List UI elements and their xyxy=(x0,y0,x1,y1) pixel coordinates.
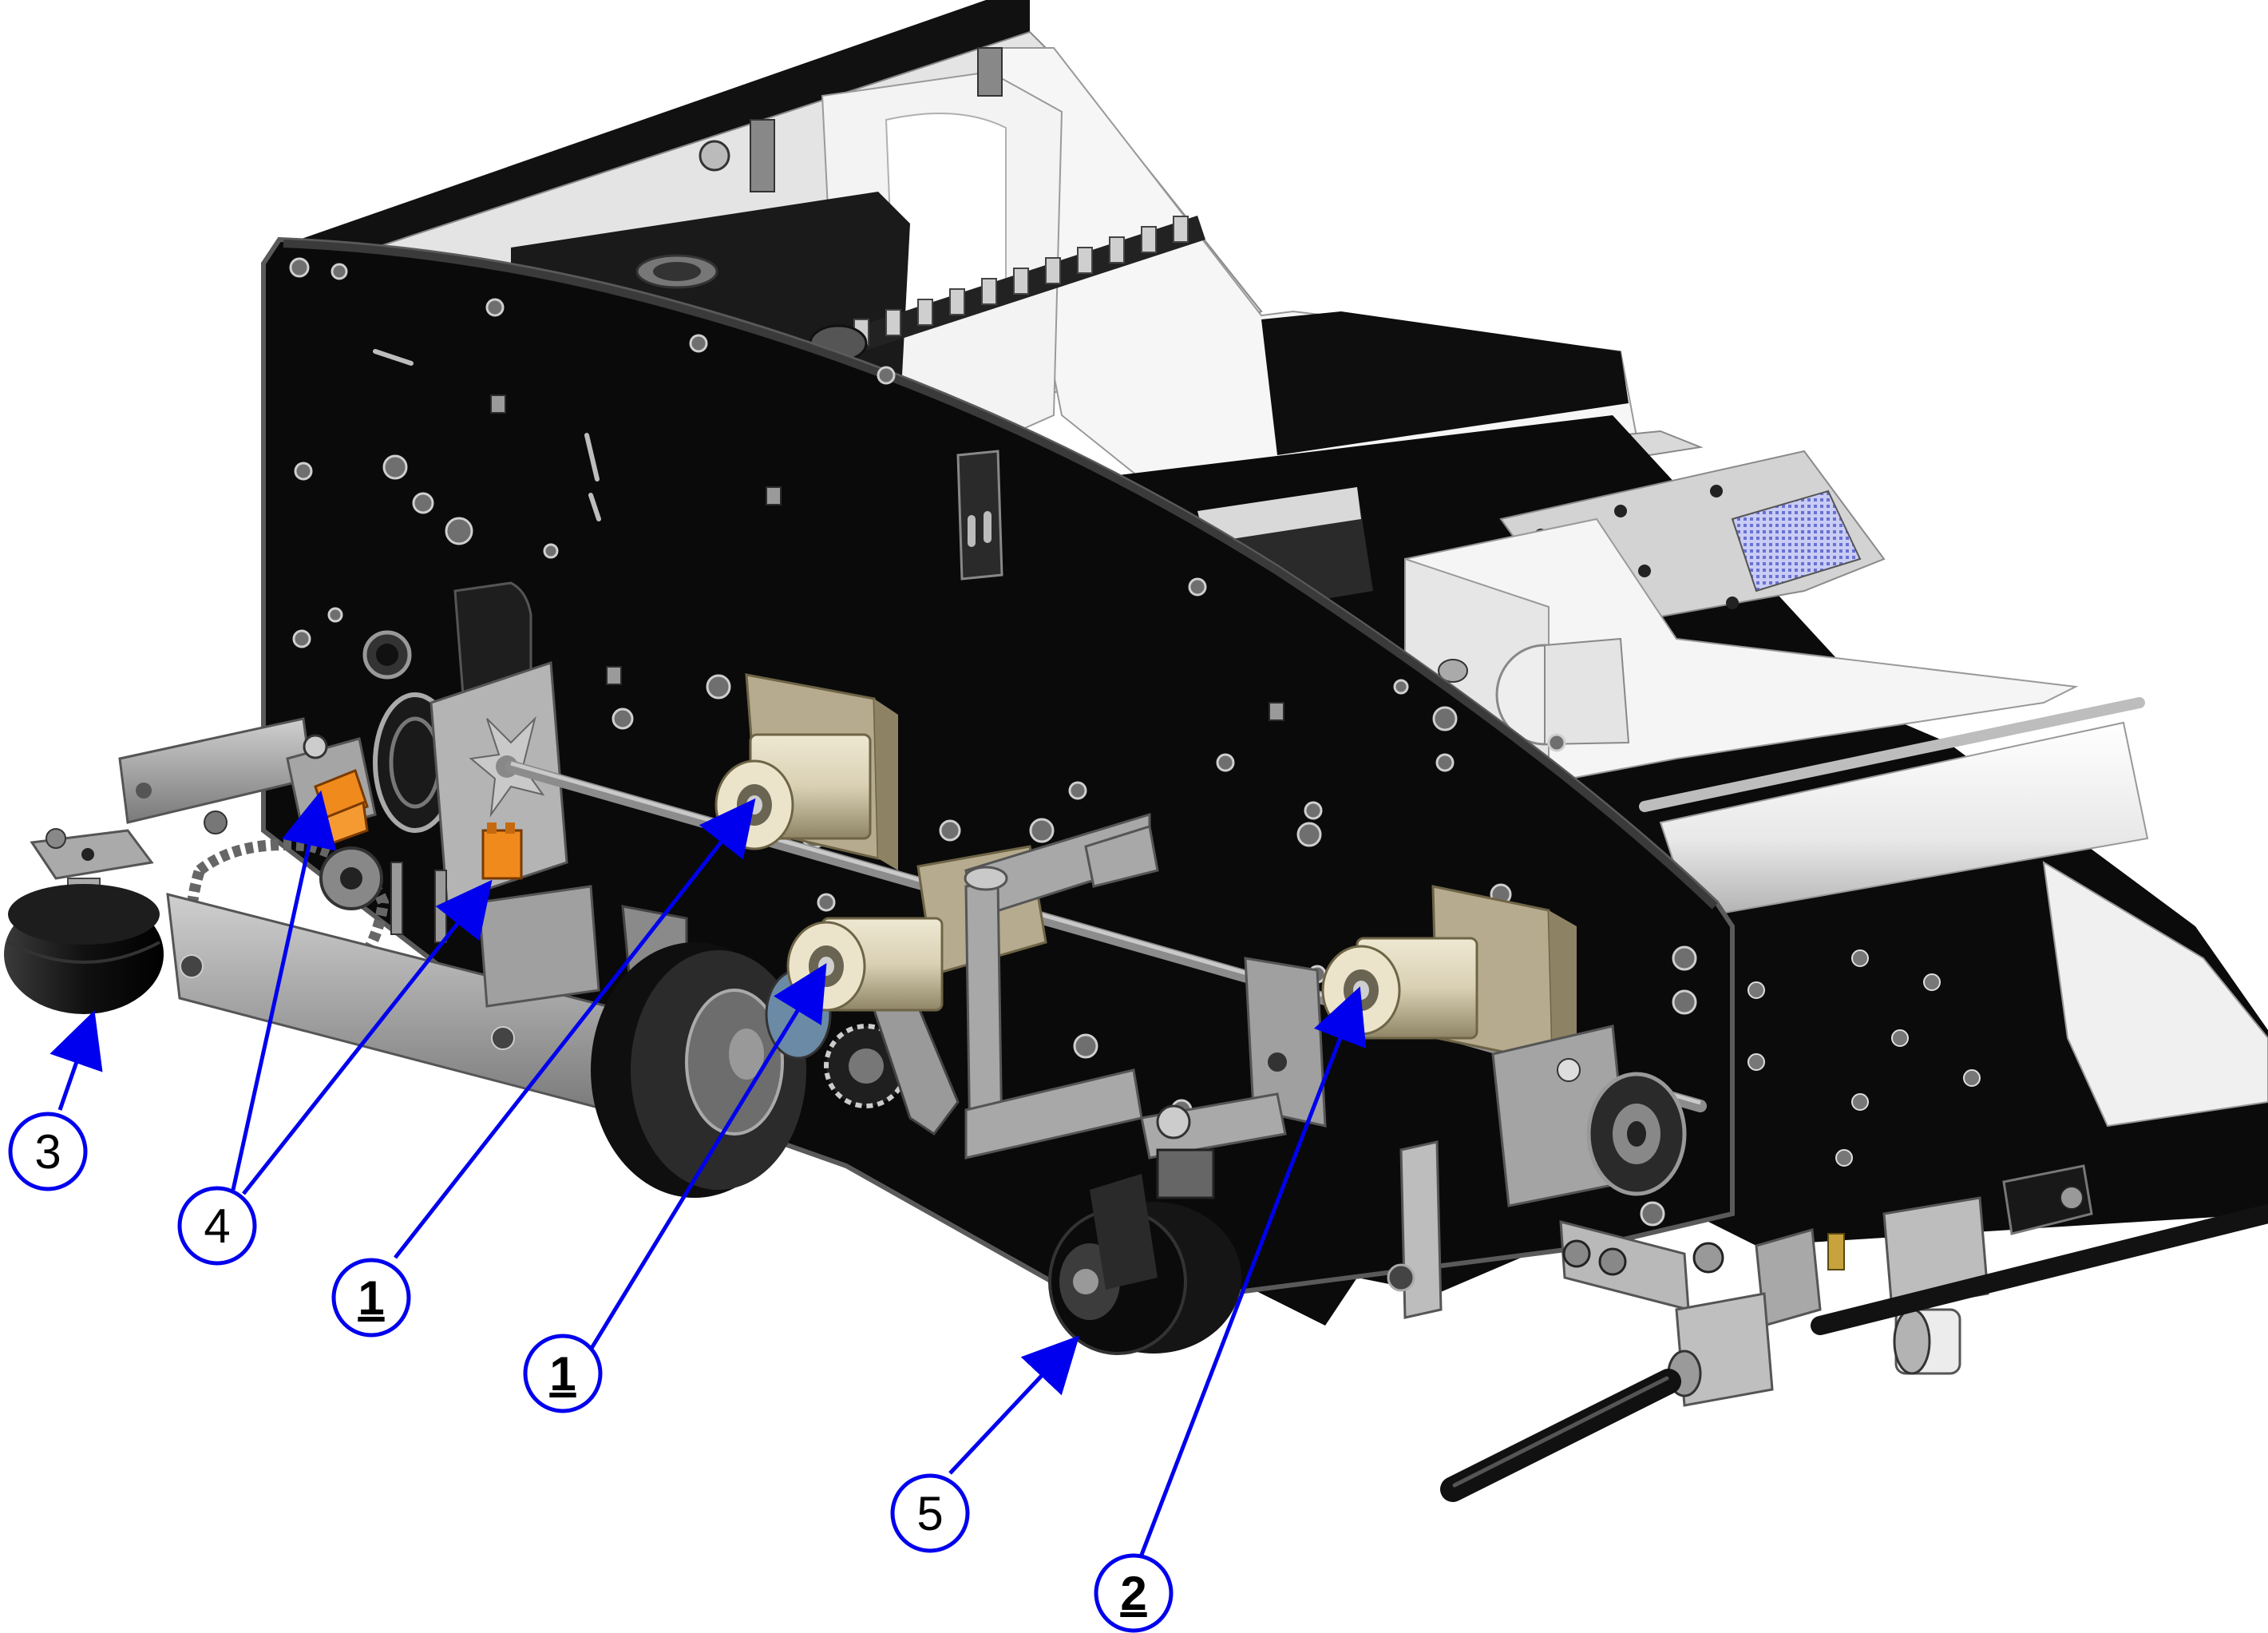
callout-4: 4 xyxy=(177,1186,257,1266)
right-pulley-bracket xyxy=(1491,1025,1687,1207)
leader-2 xyxy=(1135,986,1367,1566)
shaft-and-cylinders xyxy=(505,673,1707,1207)
main-drive-wheel xyxy=(591,942,806,1198)
callout-1b-label: 1 xyxy=(549,1347,576,1401)
callout-2: 2 xyxy=(1094,1553,1174,1633)
callout-3-label: 3 xyxy=(34,1125,61,1179)
leader-3 xyxy=(49,1010,103,1111)
leader-4b xyxy=(242,879,493,1195)
leader-1b xyxy=(588,963,827,1351)
leader-5 xyxy=(948,1335,1080,1475)
small-caster-wheel xyxy=(4,828,164,1014)
left-drive-assembly xyxy=(4,660,960,1198)
cylinder-bearing-right xyxy=(1321,885,1577,1074)
callout-leaders xyxy=(49,790,1367,1566)
callout-3: 3 xyxy=(8,1112,88,1191)
callout-1b: 1 xyxy=(523,1334,603,1413)
leader-1a xyxy=(394,798,756,1259)
front-caster-wheel xyxy=(1048,1092,1287,1355)
callout-5-label: 5 xyxy=(916,1487,943,1540)
orange-sensor-right xyxy=(481,822,523,880)
callout-1a-label: 1 xyxy=(358,1271,384,1325)
grey-arm-frame xyxy=(964,812,1159,1159)
callout-1a: 1 xyxy=(331,1258,411,1338)
callout-5: 5 xyxy=(890,1473,970,1553)
leader-4a xyxy=(231,790,337,1191)
callout-2-label: 2 xyxy=(1120,1567,1146,1620)
right-front-details xyxy=(1387,1140,2268,1502)
callout-4-label: 4 xyxy=(204,1199,230,1253)
